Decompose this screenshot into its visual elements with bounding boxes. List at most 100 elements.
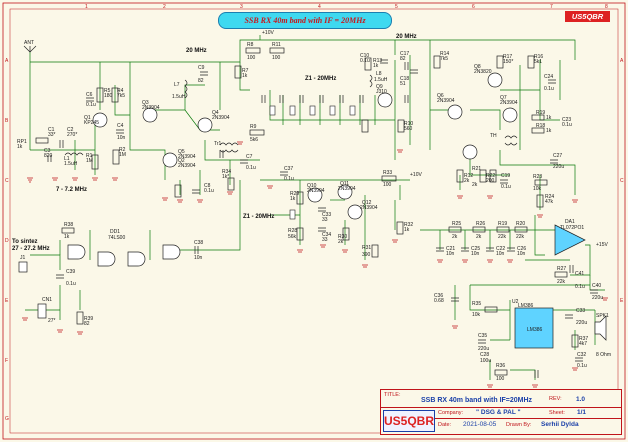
ref-r25: R25 (452, 221, 461, 227)
col-label: 8 (605, 4, 608, 10)
ref-l8: L8 (376, 71, 382, 77)
ref-r11: R11 (272, 42, 281, 48)
val-c34: 33 (322, 237, 328, 243)
label-freq-20a: 20 MHz (186, 48, 207, 54)
ref-c4: C4 (117, 123, 124, 129)
val-c18: 51 (400, 81, 406, 87)
label-band-7: 7 - 7.2 MHz (56, 187, 87, 193)
val-r17: 150* (503, 59, 513, 65)
val-c37: 0.1u (284, 176, 294, 182)
resistor-r28 (296, 227, 304, 241)
resistor-r1 (91, 154, 99, 170)
val-q6: 2N3904 (437, 98, 455, 104)
val-r33: 100 (383, 182, 392, 188)
val-l7: 1.5uH (172, 94, 186, 100)
val-q2: 2N3904 (178, 163, 196, 169)
col-label: 2 (163, 4, 166, 10)
resistor-r27 (554, 271, 568, 278)
ref-q3: Q3 (142, 100, 149, 106)
wiring (25, 35, 605, 380)
resistor-r5 (96, 87, 104, 103)
val-c36: 0.68 (434, 298, 444, 304)
titleblock-logo: US5QBR (383, 410, 435, 432)
components (18, 45, 607, 378)
resistor-r21 (479, 169, 487, 183)
ref-q6: Q6 (437, 93, 444, 99)
val-dd1: 74LS00 (108, 235, 125, 241)
val-c24: 0.1u (544, 86, 554, 92)
ref-r16: R16 (534, 54, 543, 60)
val-da1: TL072PO1 (560, 225, 584, 231)
resistor-r22 (489, 169, 497, 183)
val-q7: 2N3904 (500, 100, 518, 106)
date-label: Date: (438, 422, 452, 428)
val-r27: 22k (557, 279, 566, 285)
val-r36: 100 (496, 376, 505, 382)
ref-c6: C6 (86, 92, 93, 98)
val-q12: 2N3904 (360, 205, 378, 211)
ref-c2: C2 (67, 127, 74, 133)
val-c10: 0.1u (360, 58, 370, 64)
ref-l1: L1 (64, 156, 70, 162)
val-c17: 82 (400, 56, 406, 62)
resistor-r17 (496, 55, 504, 69)
ref-c10: C10 (360, 53, 369, 59)
ref-c19: C19 (501, 173, 510, 179)
ref-spk: SPK1 (596, 313, 609, 319)
label-th: TH (490, 133, 497, 139)
ref-r24: R24 (545, 194, 554, 200)
val-r19b: 22k (498, 234, 507, 240)
antenna-icon (23, 45, 37, 53)
val-c22: 10n (496, 251, 505, 257)
col-label: 5 (395, 4, 398, 10)
ref-q8: Q8 (474, 64, 481, 70)
resistor-r20 (514, 226, 528, 233)
ref-r39: R39 (84, 316, 93, 322)
val-r30: 2k (338, 239, 344, 245)
val-c25: 10n (471, 251, 480, 257)
val-u2: LM386 (518, 303, 534, 309)
resistor-r18 (531, 127, 545, 134)
ref-c22: C22 (496, 246, 505, 252)
ref-q11: Q11 (340, 181, 349, 187)
val-l1: 1.5uH (64, 161, 78, 167)
row-label: A (5, 58, 9, 64)
ref-c21: C21 (446, 246, 455, 252)
drawn-value: Serhii Dylda (541, 421, 579, 428)
sheet-value: 1/1 (577, 409, 587, 416)
resistor-r34 (227, 177, 235, 191)
ref-q10: Q10 (307, 183, 317, 189)
company-label: Company: (438, 410, 464, 416)
ref-r13: R13 (373, 58, 382, 64)
val-c33: 33 (322, 217, 328, 223)
ref-c39: C39 (66, 269, 75, 275)
row-label: C (5, 178, 9, 184)
val-c40: 220u (592, 295, 603, 301)
val-r28: 56k (288, 234, 297, 240)
resistor-r30 (342, 227, 350, 241)
sheet-label: Sheet: (549, 410, 565, 416)
val-q3: 2N3904 (142, 105, 160, 111)
crystal-filter-z1 (269, 105, 356, 220)
ref-r29: R29 (290, 191, 299, 197)
resistor-r29 (296, 191, 304, 205)
label-sintez: To sintez (12, 239, 38, 245)
resistor-r14 (433, 55, 441, 69)
val-r12: 2k (464, 178, 470, 184)
ref-r21: R21 (472, 166, 481, 172)
ref-q9: Q9 (376, 84, 383, 90)
ref-c32: C32 (577, 352, 586, 358)
val-r11: 100 (272, 55, 281, 61)
ref-r22: R22 (486, 173, 495, 179)
ref-r17: R17 (503, 54, 512, 60)
ref-c26: C26 (517, 246, 526, 252)
ref-r30: R30 (338, 234, 347, 240)
resistor-r8 (245, 47, 261, 54)
ref-r2: R2 (119, 147, 126, 153)
ref-r33: R33 (383, 170, 392, 176)
val-c21: 10n (446, 251, 455, 257)
val-r16: 5k1 (534, 59, 542, 65)
sheet-inner-border (9, 8, 619, 434)
val-c6: 0.1u (86, 102, 96, 108)
resistor-r33 (381, 175, 397, 182)
